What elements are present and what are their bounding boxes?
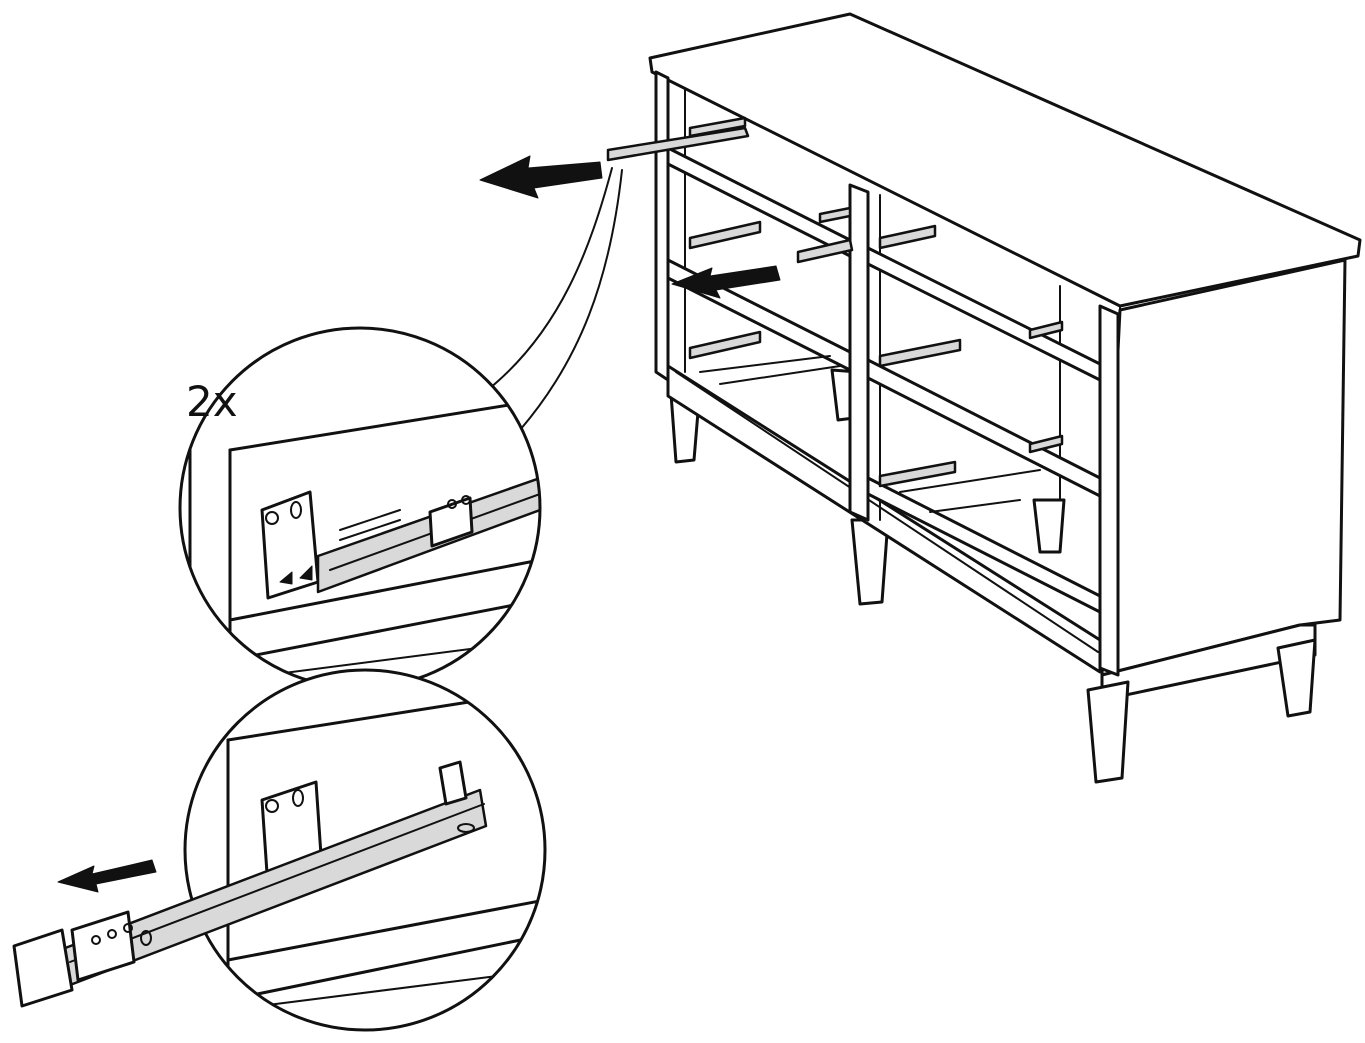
quantity-label: 2x bbox=[186, 377, 238, 426]
drawer-divider-right-1 bbox=[866, 246, 1102, 382]
dresser-side-panel bbox=[1100, 258, 1347, 677]
detail-circle-top bbox=[178, 326, 542, 690]
extended-rail-middle bbox=[796, 238, 854, 264]
arrow-left-icon bbox=[479, 155, 603, 199]
callout-line bbox=[489, 167, 613, 389]
dresser-drawer-rails bbox=[688, 116, 1064, 488]
dresser-middle-post bbox=[848, 183, 870, 522]
arrow-left-icon bbox=[57, 859, 157, 893]
drawer-divider-right-3 bbox=[866, 476, 1102, 614]
drawer-divider-left-1 bbox=[666, 146, 852, 258]
dresser-front-left-post bbox=[654, 70, 670, 382]
dresser-bottom-rail bbox=[666, 364, 1102, 674]
drawer-divider-right-2 bbox=[866, 358, 1102, 498]
dresser bbox=[606, 12, 1362, 784]
dresser-leg-front-right bbox=[1086, 680, 1130, 784]
dresser-leg-back-center bbox=[1032, 498, 1066, 554]
arrow-left-icon bbox=[671, 265, 781, 299]
extended-rail-top bbox=[606, 126, 750, 162]
dresser-leg-back-right bbox=[1276, 638, 1317, 718]
dresser-top bbox=[648, 12, 1362, 308]
dresser-front-right-post bbox=[1098, 304, 1120, 677]
